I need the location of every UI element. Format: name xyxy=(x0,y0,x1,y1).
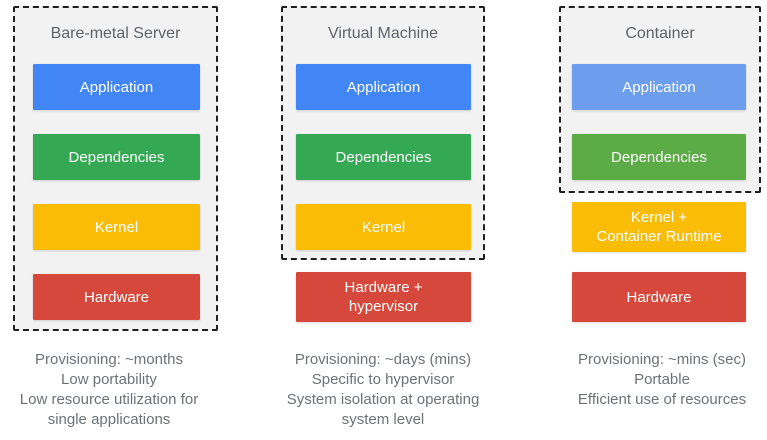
layer-label-line: Container Runtime xyxy=(596,228,722,245)
layer-label: Dependencies xyxy=(335,148,432,166)
column-title-bare-metal: Bare-metal Server xyxy=(50,25,181,42)
virtual-machine-layer-application: Application xyxy=(296,64,471,110)
note-line: Portable xyxy=(634,371,690,388)
container-layer-dependencies: Dependencies xyxy=(572,134,746,180)
virtual-machine-layer-dependencies: Dependencies xyxy=(296,134,471,180)
column-title-virtual-machine: Virtual Machine xyxy=(328,25,438,42)
layer-label: Application xyxy=(79,78,154,96)
bare-metal-notes: Provisioning: ~months Low portability Lo… xyxy=(3,350,215,430)
container-layer-application: Application xyxy=(572,64,746,110)
note-line: Provisioning: ~days (mins) xyxy=(294,351,472,368)
bare-metal-layer-dependencies: Dependencies xyxy=(33,134,200,180)
container-notes: Provisioning: ~mins (sec) Portable Effic… xyxy=(548,350,767,410)
note-line: Low portability xyxy=(61,371,157,388)
layer-label: Application xyxy=(622,78,696,96)
note-line: Provisioning: ~mins (sec) xyxy=(578,351,746,368)
layer-label: Application xyxy=(346,78,421,96)
container-layer-hardware: Hardware xyxy=(572,272,746,322)
layer-label: Dependencies xyxy=(611,148,707,166)
virtual-machine-layer-hardware-hypervisor: Hardware + hypervisor xyxy=(296,272,471,322)
column-title-container: Container xyxy=(625,25,695,42)
note-line: Provisioning: ~months xyxy=(35,351,183,368)
bare-metal-layer-hardware: Hardware xyxy=(33,274,200,320)
layer-label: Kernel xyxy=(361,218,406,236)
note-line: Specific to hypervisor xyxy=(311,371,455,388)
layer-label: Hardware xyxy=(83,288,150,306)
virtual-machine-notes: Provisioning: ~days (mins) Specific to h… xyxy=(268,350,498,430)
layer-label-line: Hardware + xyxy=(344,279,423,296)
layer-label-line: hypervisor xyxy=(348,298,419,315)
layer-label: Hardware xyxy=(626,288,692,306)
bare-metal-layer-application: Application xyxy=(33,64,200,110)
bare-metal-layer-kernel: Kernel xyxy=(33,204,200,250)
virtual-machine-layer-kernel: Kernel xyxy=(296,204,471,250)
note-line: System isolation at operating system lev… xyxy=(286,391,480,428)
container-layer-kernel-container-runtime: Kernel + Container Runtime xyxy=(572,202,746,252)
layer-label-line: Kernel + xyxy=(630,209,688,226)
layer-label: Kernel xyxy=(94,218,139,236)
layer-label: Dependencies xyxy=(68,148,165,166)
note-line: Efficient use of resources xyxy=(577,391,747,408)
note-line: Low resource utilization for single appl… xyxy=(19,391,199,428)
